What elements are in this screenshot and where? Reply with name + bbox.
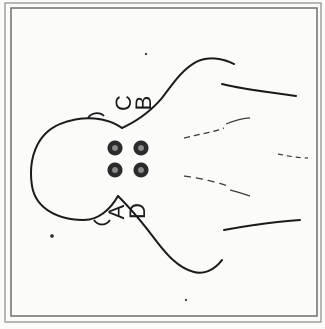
outer-frame [5, 3, 321, 322]
speck [50, 234, 54, 238]
arm-line-upper [222, 84, 296, 96]
chest-contour-3 [278, 154, 308, 158]
chest-contour-1 [184, 128, 224, 138]
chest-contour-2 [226, 118, 250, 124]
speck [145, 53, 147, 55]
label-b: B [131, 96, 156, 111]
speck [185, 299, 187, 301]
electrode-b [134, 141, 149, 156]
electrode-c [108, 141, 123, 156]
label-d: D [125, 203, 150, 219]
inner-frame [11, 8, 317, 316]
ear-bottom [94, 220, 110, 225]
electrode-a [108, 163, 123, 178]
electrode-d [134, 163, 149, 178]
arm-line-lower [224, 220, 300, 230]
chest-contour-5 [230, 190, 250, 196]
chest-contour-4 [184, 176, 228, 186]
shoulder-upper [122, 58, 234, 128]
